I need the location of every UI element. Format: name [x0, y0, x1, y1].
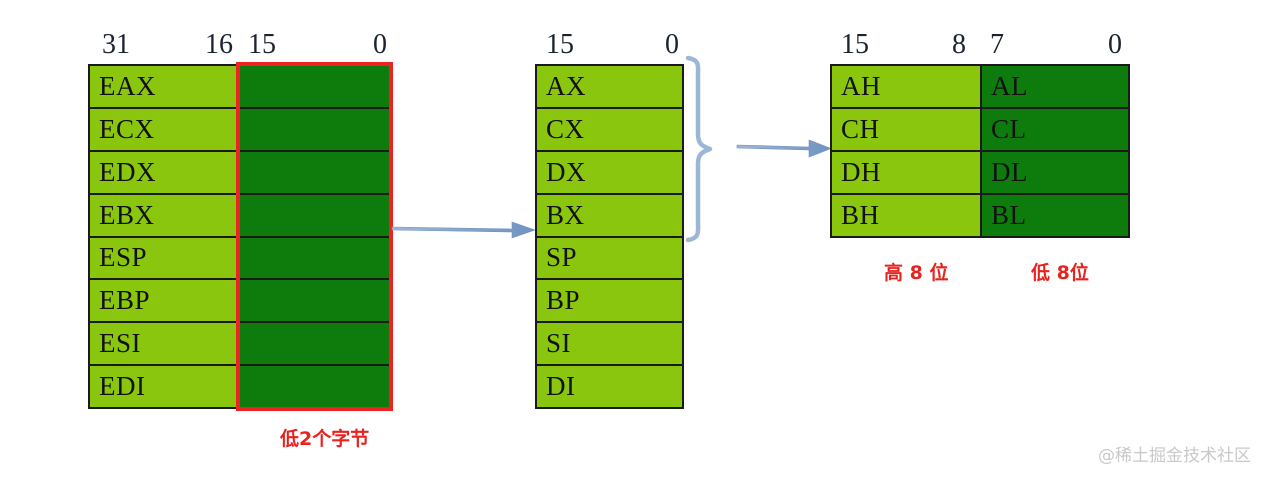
- register-cell-si: SI: [537, 323, 682, 365]
- table-row: AX: [537, 66, 682, 109]
- register-label: ESI: [99, 328, 141, 359]
- register-cell-ch: CH: [832, 109, 980, 150]
- arrow-32bit-to-16bit: [391, 221, 536, 239]
- register-cell-ah: AH: [832, 66, 980, 107]
- register-cell-ax: AX: [537, 66, 682, 107]
- table-row: BH BL: [832, 195, 1128, 236]
- register-cell-edi-low16: [238, 366, 390, 407]
- register-cell-ebx-low16: [238, 194, 390, 236]
- bit-label-8: 8: [952, 29, 966, 60]
- register-label: ESP: [99, 242, 148, 273]
- register-label: ECX: [99, 113, 155, 144]
- register-cell-edi: EDI: [90, 366, 238, 407]
- register-label: BP: [546, 285, 581, 316]
- table-row: CX: [537, 108, 682, 152]
- bit-label-31: 31: [102, 29, 130, 60]
- bit-label-16: 16: [205, 29, 233, 60]
- table-row: SP: [537, 237, 682, 281]
- table-row: CH CL: [832, 109, 1128, 152]
- watermark: @稀土掘金技术社区: [1098, 446, 1251, 466]
- table8-bit-labels: 15 8 7 0: [830, 28, 1130, 62]
- table-row: DI: [537, 366, 682, 407]
- register-label: CX: [546, 113, 585, 144]
- table-row: EAX: [90, 66, 390, 109]
- register-cell-al: AL: [980, 66, 1128, 107]
- table32-bit-labels: 31 16 15 0: [88, 28, 392, 62]
- note-low-2-bytes: 低2个字节: [280, 428, 370, 450]
- register-cell-bp: BP: [537, 280, 682, 322]
- bit-label-15: 15: [841, 29, 869, 60]
- table-row: BP: [537, 280, 682, 324]
- arrow-16bit-to-8bit: [736, 139, 832, 158]
- register-cell-bx: BX: [537, 194, 682, 236]
- register-cell-dx: DX: [537, 151, 682, 193]
- brace-16bit-top-four: [685, 55, 713, 243]
- register-table-32bit: EAX ECX EDX EBX ESP: [88, 64, 392, 409]
- register-cell-bh: BH: [832, 195, 980, 236]
- register-label: EBX: [99, 199, 155, 230]
- bit-label-15: 15: [248, 29, 276, 60]
- register-cell-cl: CL: [980, 109, 1128, 150]
- register-label: EBP: [99, 285, 151, 316]
- table-row: EBP: [90, 280, 390, 324]
- table-row: EBX: [90, 194, 390, 238]
- register-cell-esp: ESP: [90, 237, 238, 279]
- table-row: ESP: [90, 237, 390, 281]
- register-cell-esi: ESI: [90, 323, 238, 365]
- bit-label-0: 0: [373, 29, 387, 60]
- register-label: AH: [841, 71, 881, 101]
- register-cell-ebp-low16: [238, 280, 390, 322]
- register-cell-sp: SP: [537, 237, 682, 279]
- register-label: SP: [546, 242, 578, 273]
- table-row: DX: [537, 151, 682, 195]
- table16-bit-labels: 15 0: [535, 28, 684, 62]
- table-row: BX: [537, 194, 682, 238]
- register-cell-edx: EDX: [90, 151, 238, 193]
- register-label: EAX: [99, 70, 156, 101]
- register-label: EDI: [99, 371, 146, 402]
- table-row: EDI: [90, 366, 390, 407]
- register-cell-ebp: EBP: [90, 280, 238, 322]
- register-cell-ebx: EBX: [90, 194, 238, 236]
- register-label: DI: [546, 371, 576, 402]
- register-label: AX: [546, 70, 586, 101]
- register-cell-di: DI: [537, 366, 682, 407]
- register-label: DH: [841, 157, 881, 187]
- register-cell-eax: EAX: [90, 66, 238, 107]
- table-row: DH DL: [832, 152, 1128, 195]
- register-cell-ecx-low16: [238, 108, 390, 150]
- table-row: EDX: [90, 151, 390, 195]
- table-row: AH AL: [832, 66, 1128, 109]
- table-row: ESI: [90, 323, 390, 367]
- register-label: CL: [991, 114, 1027, 144]
- register-cell-ecx: ECX: [90, 108, 238, 150]
- register-table-8bit: AH AL CH CL DH DL BH: [830, 64, 1130, 238]
- bit-label-15: 15: [546, 29, 574, 60]
- register-cell-dl: DL: [980, 152, 1128, 193]
- register-cell-dh: DH: [832, 152, 980, 193]
- register-cell-esi-low16: [238, 323, 390, 365]
- register-label: BX: [546, 199, 585, 230]
- register-label: CH: [841, 114, 880, 144]
- register-cell-eax-low16: [238, 66, 390, 107]
- note-low-8-bits: 低 8位: [1031, 262, 1089, 284]
- bit-label-0: 0: [665, 29, 679, 60]
- bit-label-0: 0: [1108, 29, 1122, 60]
- register-cell-bl: BL: [980, 195, 1128, 236]
- register-cell-cx: CX: [537, 108, 682, 150]
- register-label: SI: [546, 328, 572, 359]
- register-table-16bit: AX CX DX BX SP BP: [535, 64, 684, 409]
- table-row: ECX: [90, 108, 390, 152]
- register-cell-esp-low16: [238, 237, 390, 279]
- register-label: DX: [546, 156, 586, 187]
- bit-label-7: 7: [990, 29, 1004, 60]
- register-cell-edx-low16: [238, 151, 390, 193]
- register-label: AL: [991, 71, 1028, 101]
- table-row: SI: [537, 323, 682, 367]
- register-label: DL: [991, 157, 1028, 187]
- register-label: BH: [841, 200, 880, 230]
- register-label: EDX: [99, 156, 156, 187]
- register-label: BL: [991, 200, 1027, 230]
- note-high-8-bits: 高 8 位: [884, 262, 949, 284]
